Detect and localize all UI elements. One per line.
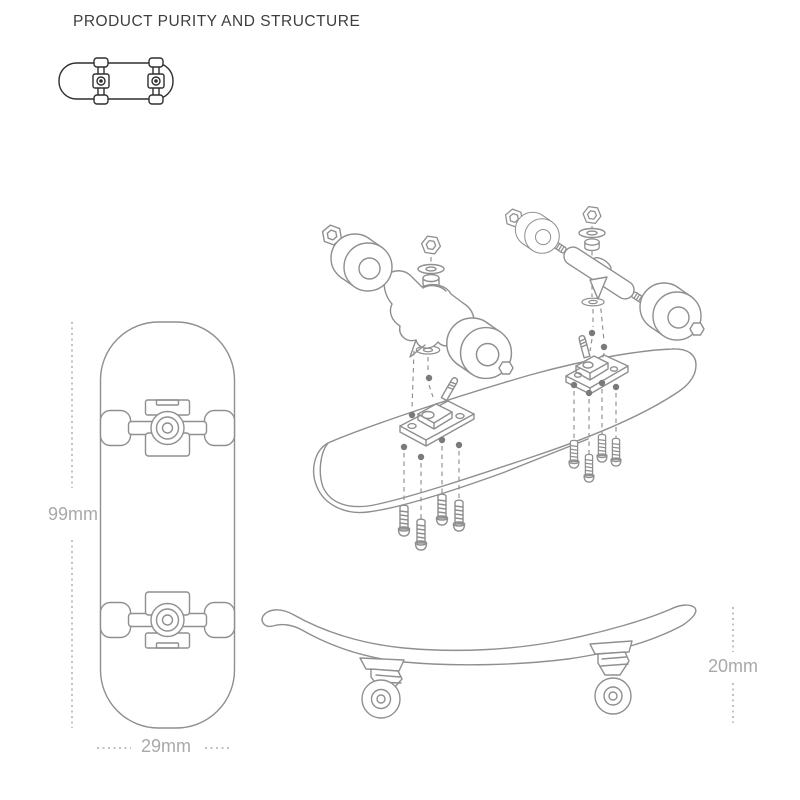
thickness-dim-line-top: [732, 607, 734, 652]
fingerboard-side-view: [261, 604, 697, 719]
front-truck-baseplate: [399, 377, 475, 447]
fingerboard-bottom-view: [99, 321, 236, 729]
icon-deck: [58, 62, 174, 100]
rear-truck-hanger: [550, 239, 648, 306]
thickness-dim-line-bottom: [732, 683, 734, 723]
side-front-truck: [359, 657, 405, 719]
deck-outline: [99, 321, 236, 729]
width-dim-line-right: [205, 747, 231, 749]
length-dim-line-top: [71, 322, 73, 488]
icon-truck-left: [92, 57, 110, 105]
fingerboard-top-view-icon: [58, 57, 174, 105]
width-dim-line-left: [97, 747, 131, 749]
exploded-assembly-diagram: [313, 205, 705, 551]
side-deck: [261, 604, 697, 666]
length-dim-line-bottom: [71, 540, 73, 728]
width-dim-label: 29mm: [140, 736, 191, 756]
side-rear-truck: [589, 640, 633, 715]
thickness-dim-label: 20mm: [707, 656, 758, 676]
length-dim-label: 99mm: [47, 504, 98, 524]
icon-truck-right: [147, 57, 165, 105]
exploded-deck: [313, 348, 697, 514]
assembly-dots: [400, 329, 620, 461]
page-title: PRODUCT PURITY AND STRUCTURE: [73, 13, 361, 30]
rear-truck-baseplate: [565, 334, 629, 395]
